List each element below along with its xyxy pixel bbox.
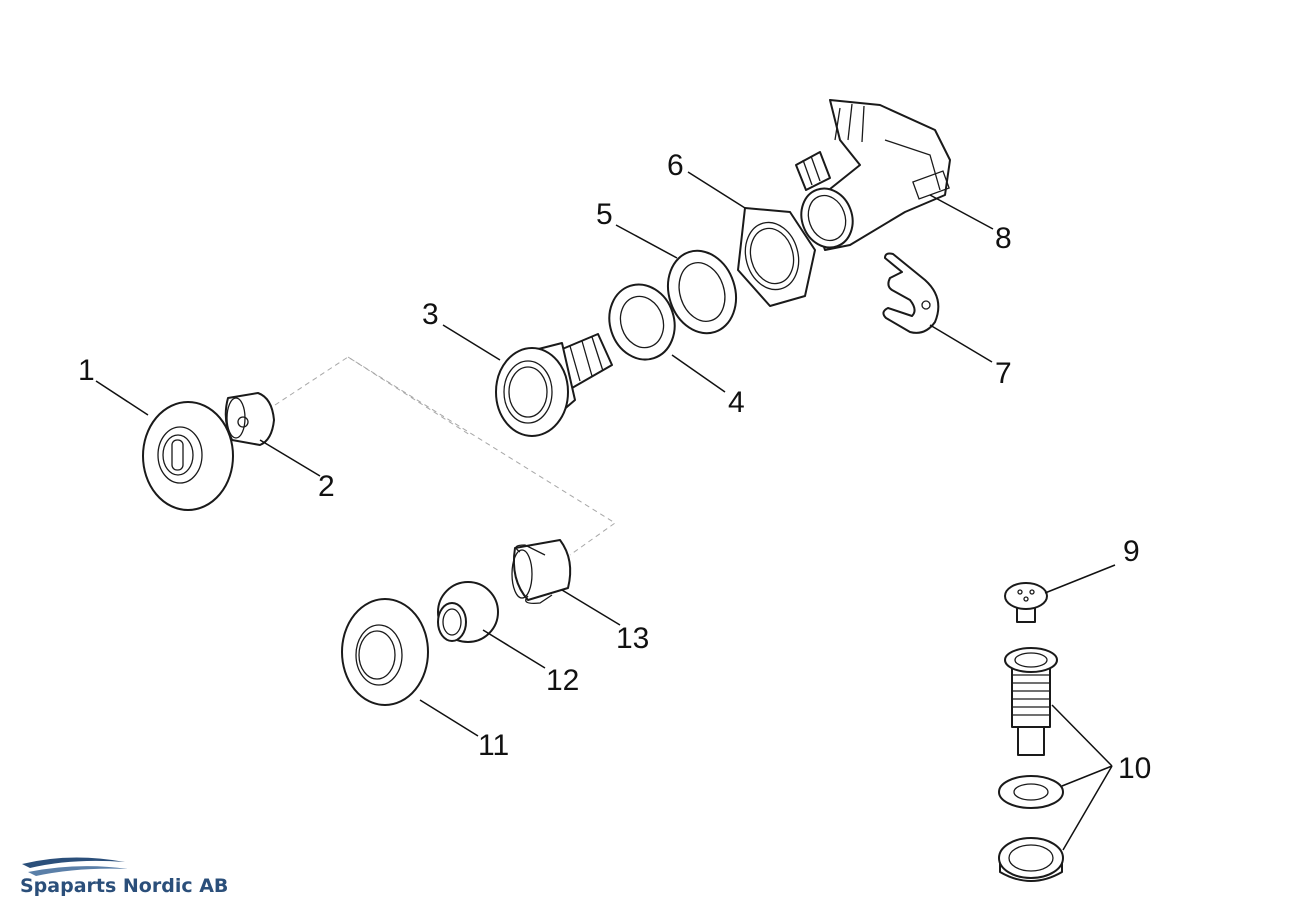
part-1-face-plate[interactable] (142, 401, 234, 511)
leader-lines (95, 171, 1116, 851)
leader-1 (95, 380, 149, 416)
assembly-guide-lines (274, 356, 616, 556)
callout-6: 6 (667, 149, 684, 182)
leader-7 (929, 324, 993, 363)
leader-11 (419, 699, 479, 737)
part-10-valve-assembly[interactable] (998, 647, 1064, 882)
brand-name: Spaparts Nordic AB (20, 875, 228, 897)
wave-icon (22, 857, 125, 868)
callout-11: 11 (478, 729, 509, 762)
callout-12: 12 (546, 664, 579, 697)
callout-10: 10 (1118, 752, 1151, 785)
part-5-washer[interactable] (658, 242, 747, 342)
part-8-elbow-body[interactable] (793, 99, 951, 255)
callout-3: 3 (422, 298, 439, 331)
part-9-cap[interactable] (1004, 582, 1048, 623)
callout-4: 4 (728, 386, 745, 419)
callout-5: 5 (596, 198, 613, 231)
leader-10c (1062, 765, 1113, 851)
callout-8: 8 (995, 222, 1012, 255)
callout-1: 1 (78, 354, 95, 387)
part-7-clip-plate[interactable] (882, 252, 940, 334)
leader-13 (561, 589, 621, 626)
leader-9 (1044, 564, 1116, 594)
part-11-face-ring[interactable] (341, 598, 429, 706)
leader-6 (687, 171, 746, 209)
callout-9: 9 (1123, 535, 1140, 568)
callout-2: 2 (318, 470, 335, 503)
part-4-gasket[interactable] (600, 276, 684, 368)
part-3-jet-body[interactable] (495, 333, 613, 437)
leader-12 (482, 629, 546, 669)
leader-2 (259, 439, 321, 477)
part-2-insert-clip[interactable] (224, 392, 275, 446)
leader-3 (442, 324, 501, 361)
part-13-retainer[interactable] (511, 539, 572, 604)
leader-8 (929, 194, 994, 230)
leader-4 (671, 354, 726, 393)
callout-13: 13 (616, 622, 649, 655)
leader-5 (615, 224, 678, 259)
part-6-nut[interactable] (737, 207, 816, 307)
part-12-eyeball-nozzle[interactable] (437, 581, 499, 643)
leader-10a (1051, 704, 1113, 767)
callout-7: 7 (995, 357, 1012, 390)
callout-labels: 1 2 3 4 5 6 7 8 9 10 11 12 13 (78, 149, 1151, 785)
leader-10b (1061, 765, 1113, 787)
brand-logo: Spaparts Nordic AB (20, 857, 228, 897)
